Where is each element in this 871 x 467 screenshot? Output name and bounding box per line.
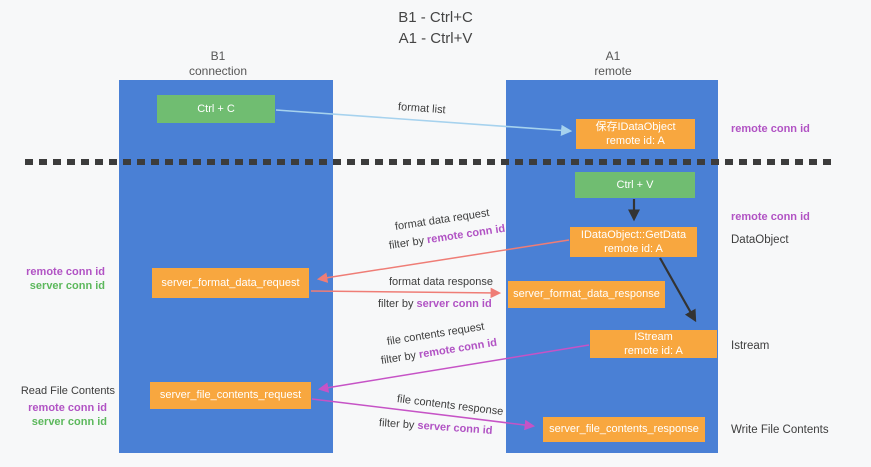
getdata-box: IDataObject::GetData remote id: A [570, 227, 697, 257]
filter-by-server-conn-id-label-1: filter by server conn id [378, 298, 492, 310]
server-format-data-request-box: server_format_data_request [152, 268, 309, 298]
column-header-a1: A1 remote [553, 49, 673, 79]
server-file-contents-response-box: server_file_contents_response [543, 417, 705, 442]
istream-box: IStream remote id: A [590, 330, 717, 358]
format-list-label: format list [397, 101, 446, 117]
left-conn-id-group-bottom: remote conn id server conn id [0, 402, 107, 430]
server-file-contents-request-label: server_file_contents_request [159, 389, 302, 402]
write-file-contents-label: Write File Contents [731, 424, 829, 436]
filter-by-server-conn-id-label-2: filter by server conn id [379, 417, 493, 437]
save-dataobject-line2: remote id: A [606, 135, 665, 147]
divider-dashed-line [25, 159, 837, 165]
filter-by-text: filter by [388, 234, 428, 252]
column-header-b1: B1 connection [158, 49, 278, 79]
server-format-data-request-label: server_format_data_request [161, 276, 300, 289]
istream-line2: remote id: A [624, 345, 683, 357]
format-data-response-label: format data response [389, 276, 493, 288]
filter-by-text: filter by [378, 417, 418, 432]
getdata-line2: remote id: A [604, 243, 663, 255]
right-remote-conn-id-top: remote conn id [731, 123, 810, 135]
save-dataobject-box: 保存IDataObject remote id: A [576, 119, 695, 149]
ctrl-v-box: Ctrl + V [575, 172, 695, 198]
left-remote-conn-id-bottom: remote conn id [28, 402, 107, 414]
left-remote-conn-id-top: remote conn id [26, 266, 105, 278]
column-a1-role: remote [594, 64, 632, 78]
read-file-contents-label: Read File Contents [20, 385, 115, 397]
ctrl-c-label: Ctrl + C [197, 102, 235, 115]
server-conn-id-text: server conn id [416, 298, 492, 310]
title-line-2: A1 - Ctrl+V [398, 30, 473, 47]
diagram-title: B1 - Ctrl+C A1 - Ctrl+V [0, 7, 871, 49]
server-format-data-response-label: server_format_data_response [513, 288, 660, 301]
arrow-format-data-response [310, 287, 502, 299]
column-a1-name: A1 [605, 49, 621, 63]
right-remote-conn-id-mid: remote conn id [731, 211, 810, 223]
left-conn-id-group-top: remote conn id server conn id [0, 266, 105, 294]
dataobject-label: DataObject [731, 234, 789, 246]
istream-side-label: Istream [731, 340, 770, 352]
server-file-contents-request-box: server_file_contents_request [150, 382, 311, 409]
left-server-conn-id-top: server conn id [29, 279, 105, 292]
server-format-data-response-box: server_format_data_response [508, 281, 665, 308]
left-server-conn-id-bottom: server conn id [31, 415, 107, 428]
column-b1-role: connection [188, 64, 248, 78]
file-contents-response-label: file contents response [396, 393, 504, 418]
istream-line1: IStream [634, 330, 673, 343]
ctrl-v-label: Ctrl + V [616, 178, 654, 191]
title-line-1: B1 - Ctrl+C [398, 9, 473, 26]
server-file-contents-response-label: server_file_contents_response [549, 423, 699, 436]
save-dataobject-line1: 保存IDataObject [595, 120, 676, 133]
ctrl-c-box: Ctrl + C [157, 95, 275, 123]
server-conn-id-text: server conn id [417, 419, 493, 437]
filter-by-text: filter by [378, 298, 417, 310]
getdata-line1: IDataObject::GetData [580, 228, 687, 241]
filter-by-text: filter by [380, 349, 420, 367]
column-b1-name: B1 [210, 49, 226, 63]
